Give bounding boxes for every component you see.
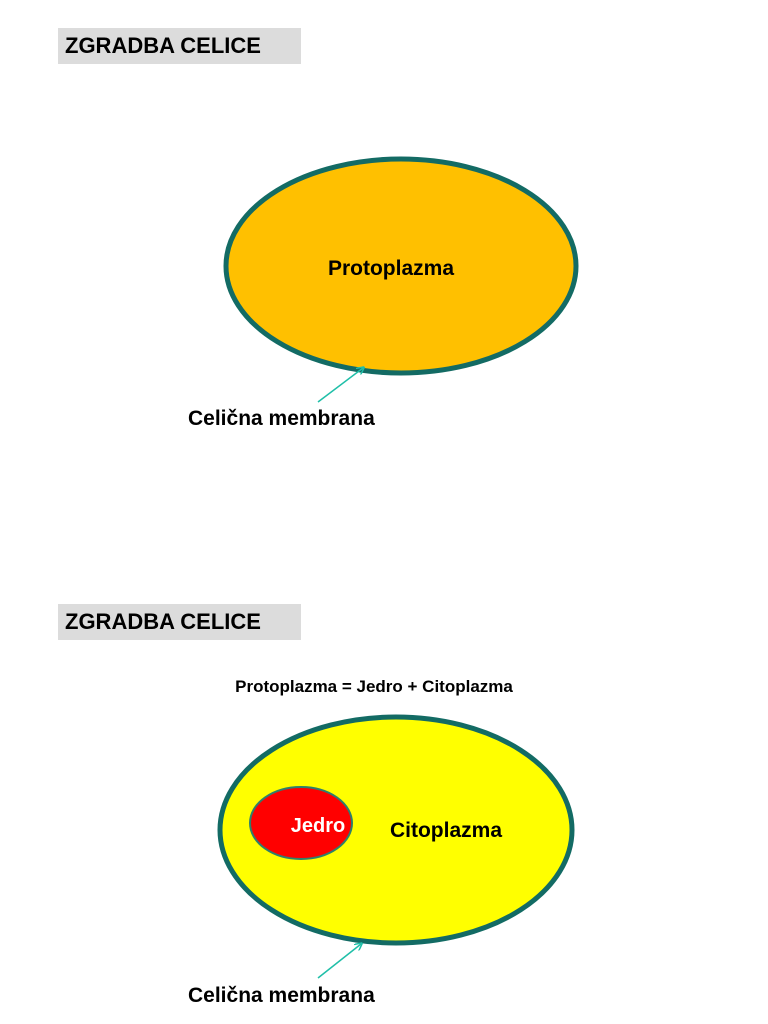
cell-membrane-cytoplasm [217, 714, 575, 946]
cell-membrane-protoplasm [223, 156, 579, 376]
slide-title: ZGRADBA CELICE [58, 604, 301, 640]
membrane-pointer-arrow [317, 368, 363, 403]
nucleus-label: Jedro [291, 815, 345, 837]
membrane-pointer-arrow [317, 944, 361, 979]
protoplasm-label: Protoplazma [328, 257, 454, 280]
cytoplasm-label: Citoplazma [390, 819, 502, 842]
slide-title: ZGRADBA CELICE [58, 28, 301, 64]
cell-diagram: Protoplazma Celična membrana [188, 156, 579, 430]
slide-cell-structure-1: ZGRADBA CELICE Protoplazma Celična membr… [58, 28, 579, 430]
protoplasm-formula: Protoplazma = Jedro + Citoplazma [235, 677, 513, 696]
membrane-label: Celična membrana [188, 984, 375, 1007]
membrane-label: Celična membrana [188, 407, 375, 430]
slide-cell-structure-2: ZGRADBA CELICE Protoplazma = Jedro + Cit… [0, 512, 768, 1024]
cell-diagram-detailed: Jedro Citoplazma Celična membrana [188, 714, 575, 1007]
nucleus [249, 786, 353, 860]
